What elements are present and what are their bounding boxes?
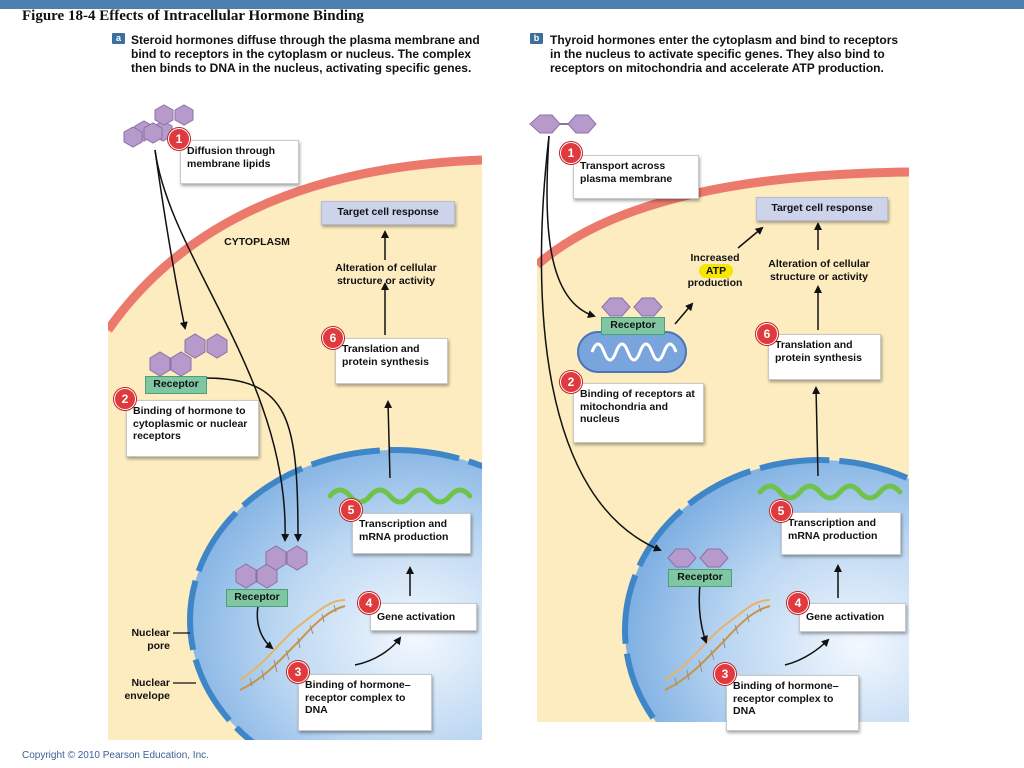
atp-badge: ATP <box>699 264 733 278</box>
step-a2-box: Binding of hormone to cytoplasmic or nuc… <box>126 400 259 457</box>
mitochondrion-icon <box>577 331 687 373</box>
step-b6-box: Translation and protein synthesis <box>768 334 881 380</box>
figure-title: Figure 18-4 Effects of Intracellular Hor… <box>22 8 364 24</box>
step-a2-badge: 2 <box>114 388 136 410</box>
receptor-b2: Receptor <box>668 569 732 587</box>
alteration-a-label: Alteration of cellular structure or acti… <box>335 262 437 287</box>
receptor-b1: Receptor <box>601 317 665 335</box>
dna-helix-icon <box>239 599 346 691</box>
pathway-arrows-b <box>540 135 842 666</box>
step-a5-box: Transcription and mRNA production <box>352 513 471 554</box>
step-b1-badge: 1 <box>560 142 582 164</box>
steroid-hormone-nucleus-icon <box>235 545 308 589</box>
step-a1-badge: 1 <box>168 128 190 150</box>
step-a3-box: Binding of hormone–receptor complex to D… <box>298 674 432 731</box>
pathway-arrows-a <box>154 149 414 666</box>
nuclear-pore-label: Nuclear pore <box>131 627 170 652</box>
steroid-hormone-cytoplasm-icon <box>149 333 228 377</box>
target-response-a-box: Target cell response <box>321 201 455 225</box>
copyright-notice: Copyright © 2010 Pearson Education, Inc. <box>22 750 209 761</box>
step-b2-box: Binding of receptors at mitochondria and… <box>573 383 704 443</box>
increased-label: Increased <box>690 252 740 264</box>
step-a6-box: Translation and protein synthesis <box>335 338 448 384</box>
step-b2-badge: 2 <box>560 371 582 393</box>
alteration-b-label: Alteration of cellular structure or acti… <box>768 258 870 283</box>
step-b3-badge: 3 <box>714 663 736 685</box>
cytoplasm-label: CYTOPLASM <box>224 236 290 248</box>
step-b5-box: Transcription and mRNA production <box>781 512 901 555</box>
receptor-a1: Receptor <box>145 376 207 394</box>
panel-b-letter: b <box>530 33 543 44</box>
step-b4-badge: 4 <box>787 592 809 614</box>
panel-a-description: Steroid hormones diffuse through the pla… <box>131 33 480 75</box>
step-a6-badge: 6 <box>322 327 344 349</box>
target-response-b-box: Target cell response <box>756 197 888 221</box>
mrna-strand-b-icon <box>757 483 903 501</box>
step-a5-badge: 5 <box>340 499 362 521</box>
panel-a-letter: a <box>112 33 125 44</box>
step-a3-badge: 3 <box>287 661 309 683</box>
step-b1-box: Transport across plasma membrane <box>573 155 699 199</box>
mrna-strand-icon <box>327 487 473 505</box>
top-bar <box>0 0 1024 9</box>
step-b3-box: Binding of hormone–receptor complex to D… <box>726 675 859 731</box>
nuclear-envelope-label: Nuclear envelope <box>124 677 170 702</box>
dna-helix-b-icon <box>664 599 771 691</box>
step-a4-box: Gene activation <box>370 603 477 631</box>
step-a4-badge: 4 <box>358 592 380 614</box>
step-b4-box: Gene activation <box>799 603 906 632</box>
thyroid-hormone-nucleus-icon <box>667 548 729 568</box>
thyroid-hormone-mito-icon <box>601 297 663 317</box>
production-label: production <box>687 277 743 289</box>
panel-b-description: Thyroid hormones enter the cytoplasm and… <box>550 33 899 75</box>
step-b5-badge: 5 <box>770 500 792 522</box>
step-b6-badge: 6 <box>756 323 778 345</box>
thyroid-hormone-icon <box>529 114 597 134</box>
receptor-a2: Receptor <box>226 589 288 607</box>
step-a1-box: Diffusion through membrane lipids <box>180 140 299 184</box>
